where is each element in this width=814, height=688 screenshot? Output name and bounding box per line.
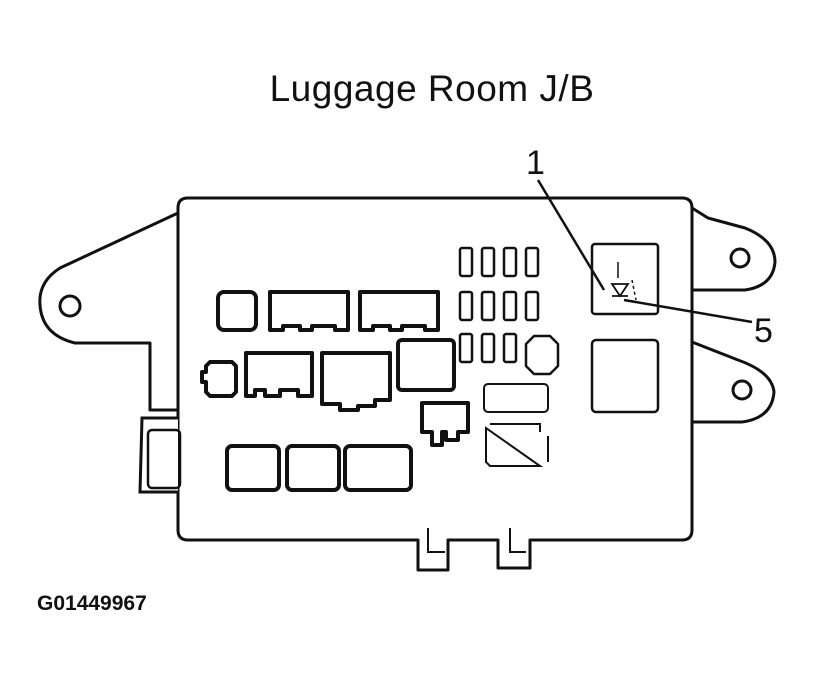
fuse-row2-3 [502,290,518,322]
right-upper-mounting-ear [691,206,777,292]
connector-block-5 [396,338,456,392]
callout-leader-1 [536,179,606,291]
fuse-grid [458,246,540,364]
left-mounting-bracket [38,211,179,412]
fuse-row3-2 [480,332,496,364]
fuse-row3-3 [502,332,518,364]
connector-block-2 [358,290,440,332]
connector-bottom-3 [343,444,413,492]
left-mounting-hole [58,294,82,318]
connector-mid-flat [483,383,549,413]
fuse-row1-2 [480,246,496,278]
connector-right-lower [590,338,660,414]
fuse-row3-1 [458,332,474,364]
bottom-tab-detail-left [427,528,445,553]
connector-bottom-2 [285,444,341,492]
relay-block [590,242,660,316]
callout-label-1: 1 [526,144,545,182]
connector-block-3 [244,351,314,398]
connector-small-square [216,290,258,332]
connector-octagon [524,334,560,376]
fuse-row1-4 [524,246,540,278]
fuse-row1-3 [502,246,518,278]
relay-diode-symbol [610,283,630,298]
fuse-row1-1 [458,246,474,278]
fuse-row2-1 [458,290,474,322]
connector-block-4 [320,351,392,412]
figure-code: G01449967 [37,592,147,615]
callout-label-5: 5 [754,312,773,350]
side-connector-clip [138,416,178,494]
connector-mid-box [485,423,549,467]
connector-block-1 [268,290,350,332]
bottom-tab-detail-right [509,528,526,553]
connector-bottom-1 [225,444,281,492]
callout-leader-5 [623,298,753,324]
diagram-title: Luggage Room J/B [269,68,595,109]
fuse-row2-4 [524,290,540,322]
connector-t-shaped [420,401,470,447]
right-lower-mounting-hole [731,379,753,401]
right-lower-mounting-ear [691,340,776,424]
connector-small-round [200,360,238,398]
fuse-row2-2 [480,290,496,322]
right-upper-mounting-hole [729,247,751,269]
side-connector-clip-inner [146,428,182,490]
